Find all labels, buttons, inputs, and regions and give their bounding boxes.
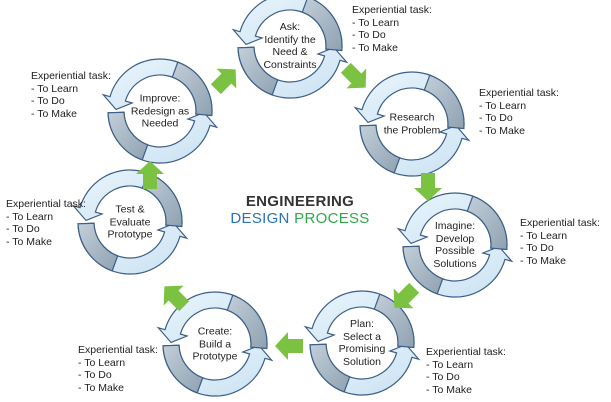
task-item: - To Learn [479, 99, 527, 112]
task-item: - To Learn [78, 356, 126, 369]
task-item: - To Do [520, 242, 554, 254]
step-create-label: Create: Build a Prototype [192, 325, 238, 363]
task-heading: Experiential task: [479, 87, 559, 99]
cycle-arrows-create [156, 291, 274, 397]
flow-arrow-research-to-imagine [414, 173, 442, 201]
task-block-improve: Experiential task: - To Learn - To Do - … [31, 70, 111, 120]
flow-arrow-imagine-to-plan [393, 282, 420, 309]
cycle-arrow-top-shade [466, 195, 508, 251]
flow-arrow-test-to-improve [136, 161, 164, 189]
task-heading: Experiential task: [520, 217, 600, 229]
task-item: - To Make [426, 383, 472, 396]
task-item: - To Learn [352, 16, 400, 29]
task-item: - To Learn [31, 82, 79, 95]
task-item: - To Make [78, 381, 124, 394]
title-engineering: ENGINEERING [245, 193, 355, 210]
step-ask-label: Ask: Identify the Need & Constraints [263, 21, 317, 71]
cycle-arrows-improve [101, 58, 219, 164]
step-research-label: Research the Problem [383, 111, 441, 137]
cycle-arrow-bottom-shade [162, 344, 204, 394]
task-block-ask: Experiential task: - To Learn - To Do - … [352, 4, 432, 54]
cycle-arrows-ask [231, 0, 349, 99]
title-design: DESIGN [230, 210, 290, 227]
task-item: - To Make [352, 41, 398, 54]
cycle-arrow-top-shade [423, 74, 465, 130]
task-item: - To Make [520, 254, 566, 267]
title-design-process: DESIGN PROCESS [230, 210, 369, 228]
task-block-test: Experiential task: - To Learn - To Do - … [6, 198, 86, 248]
cycle-arrow-top-shade [226, 294, 268, 350]
cycle-arrow-bottom-shade [77, 222, 119, 272]
task-item: - To Make [31, 107, 77, 120]
task-item: - To Make [479, 124, 525, 137]
task-item: - To Do [6, 223, 40, 235]
task-block-research: Experiential task: - To Learn - To Do - … [479, 87, 559, 137]
task-heading: Experiential task: [6, 198, 86, 210]
cycle-arrow-bottom-shade [309, 343, 351, 393]
task-item: - To Do [31, 95, 65, 107]
task-item: - To Learn [426, 358, 474, 371]
cycle-arrow-bottom-shade [402, 245, 444, 295]
cycle-arrows-imagine [396, 192, 514, 298]
task-item: - To Do [352, 29, 386, 41]
step-imagine-label: Imagine: Develop Possible Solutions [433, 220, 477, 270]
task-heading: Experiential task: [78, 344, 158, 356]
task-heading: Experiential task: [31, 70, 111, 82]
cycle-arrow-bottom-shade [107, 111, 149, 161]
task-item: - To Learn [520, 229, 568, 242]
task-block-plan: Experiential task: - To Learn - To Do - … [426, 346, 506, 396]
step-improve-label: Improve: Redesign as Needed [130, 92, 190, 130]
task-item: - To Do [426, 371, 460, 383]
step-test-label: Test & Evaluate Prototype [107, 203, 153, 241]
title-process: PROCESS [294, 210, 370, 227]
task-block-imagine: Experiential task: - To Learn - To Do - … [520, 217, 600, 267]
flow-arrow-improve-to-ask [210, 68, 237, 95]
task-heading: Experiential task: [426, 346, 506, 358]
task-item: - To Make [6, 235, 52, 248]
cycle-arrow-top-shade [171, 61, 213, 117]
flow-arrow-plan-to-create [275, 332, 303, 360]
flow-arrow-create-to-test [163, 285, 190, 312]
cycle-arrow-top-shade [301, 0, 343, 52]
task-item: - To Do [78, 369, 112, 381]
cycle-arrows-research [353, 71, 471, 177]
task-block-create: Experiential task: - To Learn - To Do - … [78, 344, 158, 394]
task-item: - To Do [479, 112, 513, 124]
flow-arrow-ask-to-research [340, 62, 367, 89]
diagram-title: ENGINEERING DESIGN PROCESS [230, 193, 369, 228]
task-item: - To Learn [6, 210, 54, 223]
cycle-arrow-bottom-shade [237, 46, 279, 96]
step-plan-label: Plan: Select a Promising Solution [338, 318, 386, 368]
cycle-arrows-plan [303, 290, 421, 396]
task-heading: Experiential task: [352, 4, 432, 16]
cycle-arrow-bottom-shade [359, 124, 401, 174]
